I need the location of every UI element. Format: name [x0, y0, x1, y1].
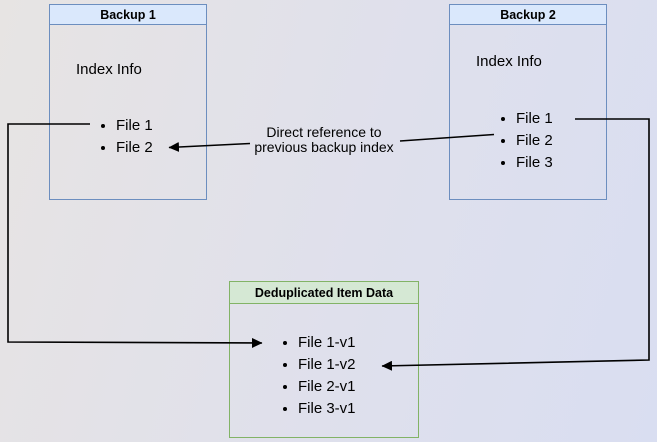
backup2-header: Backup 2	[450, 5, 606, 25]
list-item: File 1-v2	[298, 354, 356, 376]
dedup-box: Deduplicated Item Data File 1-v1 File 1-…	[229, 281, 419, 438]
backup1-file-list: File 1 File 2	[96, 115, 153, 159]
backup1-header: Backup 1	[50, 5, 206, 25]
list-item: File 2	[516, 130, 553, 152]
list-item: File 2-v1	[298, 376, 356, 398]
list-item: File 2	[116, 137, 153, 159]
list-item: File 1	[116, 115, 153, 137]
edge-label: Direct reference to previous backup inde…	[240, 125, 408, 155]
list-item: File 1-v1	[298, 332, 356, 354]
dedup-file-list: File 1-v1 File 1-v2 File 2-v1 File 3-v1	[278, 332, 356, 420]
list-item: File 3	[516, 152, 553, 174]
backup1-subtitle: Index Info	[76, 61, 142, 78]
dedup-header: Deduplicated Item Data	[230, 282, 418, 304]
list-item: File 1	[516, 108, 553, 130]
edge-label-line1: Direct reference to	[266, 124, 382, 140]
backup2-subtitle: Index Info	[476, 53, 542, 70]
backup2-box: Backup 2 Index Info File 1 File 2 File 3	[449, 4, 607, 200]
backup2-file-list: File 1 File 2 File 3	[496, 108, 553, 174]
backup1-box: Backup 1 Index Info File 1 File 2	[49, 4, 207, 200]
edge-label-line2: previous backup index	[254, 139, 394, 155]
list-item: File 3-v1	[298, 398, 356, 420]
